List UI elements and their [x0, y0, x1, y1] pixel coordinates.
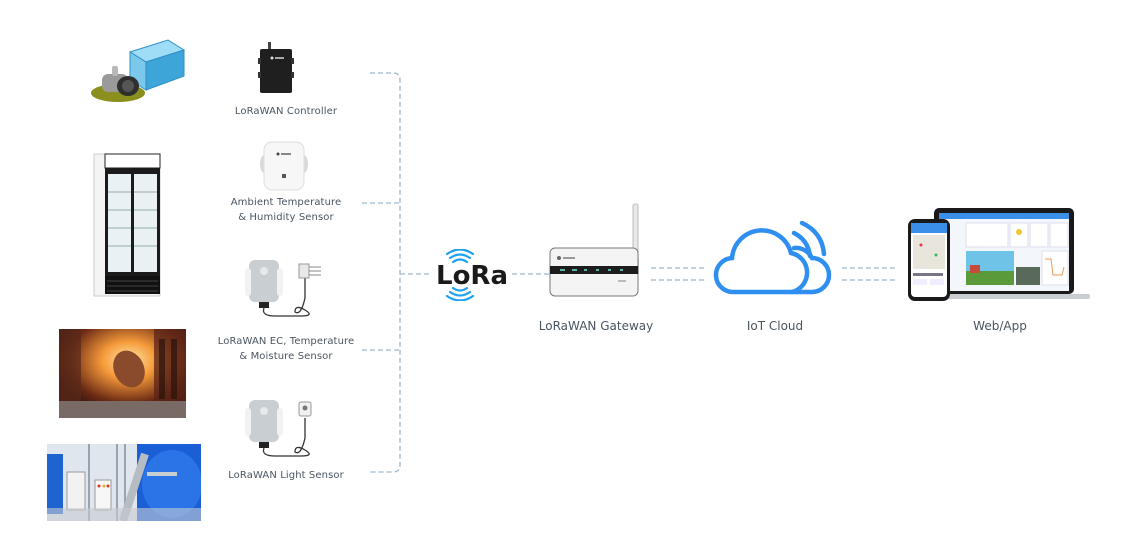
device-label-ambient-line1: Ambient Temperature — [230, 197, 342, 208]
refrigerator-icon — [92, 152, 162, 298]
lora-signal-top-3 — [445, 249, 475, 256]
ec-temperature-moisture-sensor-device — [243, 258, 325, 320]
device-label-ec-sensor: LoRaWAN EC, Temperature & Moisture Senso… — [210, 334, 362, 364]
web-app-label: Web/App — [973, 319, 1027, 333]
water-tank-pump-icon — [88, 38, 188, 108]
lora-signal-top-2 — [448, 253, 472, 260]
lora-text: LoRa — [436, 261, 508, 291]
web-app-devices — [906, 205, 1092, 305]
ambient-temperature-humidity-sensor-device — [258, 140, 310, 192]
gateway-label: LoRaWAN Gateway — [538, 319, 654, 333]
device-label-ec-line1: LoRaWAN EC, Temperature — [217, 336, 355, 347]
cloud-label: IoT Cloud — [746, 319, 804, 333]
water-treatment-plant-image — [47, 444, 201, 521]
device-label-controller: LoRaWAN Controller — [234, 106, 338, 117]
lora-signal-bottom-2 — [448, 290, 472, 297]
lora-logo: LoRa — [432, 249, 512, 301]
lorawan-gateway-device — [548, 200, 654, 300]
device-label-ambient-sensor: Ambient Temperature & Humidity Sensor — [218, 195, 354, 225]
device-label-ambient-line2: & Humidity Sensor — [238, 212, 334, 223]
lora-signal-bottom-3 — [445, 294, 475, 301]
device-label-light-sensor: LoRaWAN Light Sensor — [228, 470, 344, 481]
lora-signal-top-1 — [451, 258, 469, 264]
iot-cloud-icon — [712, 218, 836, 302]
device-label-ec-line2: & Moisture Sensor — [239, 351, 333, 362]
light-sensor-device — [243, 398, 325, 460]
connector-controller — [370, 72, 401, 473]
steel-mill-image — [59, 329, 186, 418]
lora-signal-bottom-1 — [451, 286, 469, 292]
lorawan-controller-device — [258, 42, 294, 94]
